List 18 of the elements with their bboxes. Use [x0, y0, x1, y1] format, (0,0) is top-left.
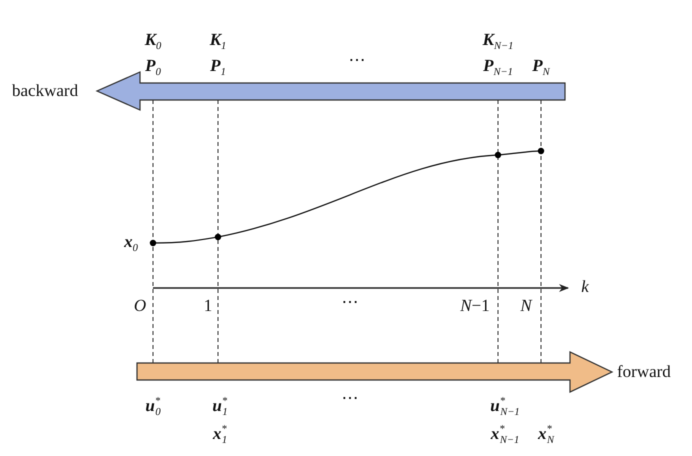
math-label: O: [134, 296, 146, 316]
math-label: k: [581, 277, 589, 297]
math-label: x$_{0}$: [124, 232, 138, 254]
math-label: ⋯: [348, 50, 366, 70]
math-label: P$_{N}$: [532, 56, 550, 78]
math-label: P$_{0}$: [145, 56, 161, 78]
math-label: P$_{1}$: [210, 56, 226, 78]
arrow-label: forward: [617, 362, 671, 382]
math-label: 1: [204, 296, 212, 316]
math-label: ⋯: [342, 292, 358, 312]
math-label: P$_{N−1}$: [483, 56, 513, 78]
math-label: N−1: [460, 296, 490, 316]
math-label: N: [520, 296, 532, 316]
math-label: K$_{N−1}$: [482, 30, 514, 52]
math-label: K$_{0}$: [144, 30, 162, 52]
math-label: ⋯: [342, 388, 358, 408]
arrow-label: backward: [12, 81, 78, 101]
math-label: K$_{1}$: [210, 30, 226, 52]
